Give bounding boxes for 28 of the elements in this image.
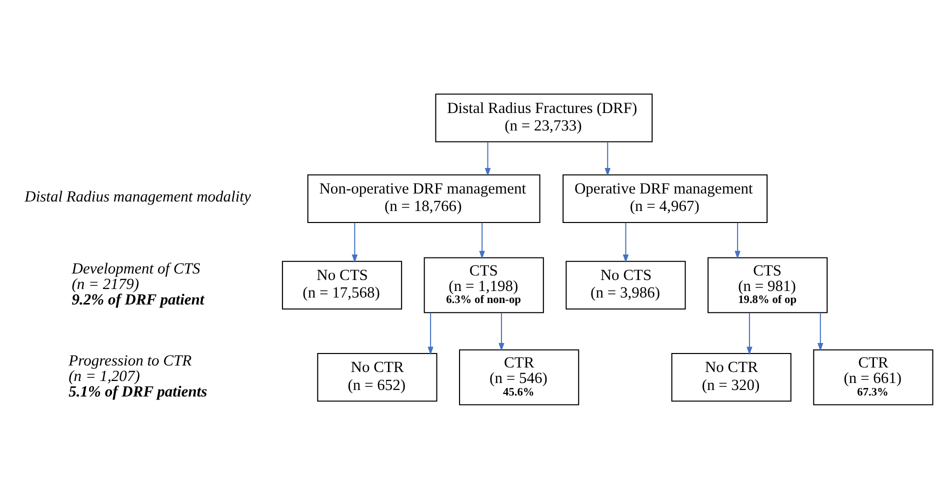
node-box: Distal Radius Fractures (DRF) (n = 23,733) [435,94,653,142]
arrow [484,142,491,176]
arrow [622,222,629,263]
node-box: Non-operative DRF management (n = 18,766) [307,174,540,224]
node-box: CTS (n = 1,198) 6.3% of non-op [424,257,544,314]
node-box: No CTS (n = 17,568) [282,260,402,310]
arrow [604,142,611,176]
label: Development of CTS [72,260,200,278]
label: 5.1% of DRF patients [68,384,208,401]
label: Distal Radius management modality [24,188,251,206]
label: (n = 1,207) [68,368,140,385]
arrow [428,312,434,356]
node-box: Operative DRF management (n = 4,967) [562,174,768,224]
arrow [352,222,358,263]
arrow [818,312,824,352]
label: (n = 2179) [72,276,140,293]
arrow [479,222,485,260]
node-box: No CTS (n = 3,986) [566,260,686,310]
arrow [498,312,504,352]
node-box: CTS (n = 981) 19.8% of op [708,257,828,314]
node-box: No CTR (n = 652) [317,353,438,402]
node-box: CTR (n = 546) 45.6% [459,349,580,406]
arrow [746,312,752,356]
label: Progression to CTR [68,352,192,370]
arrow [734,222,740,260]
label: 9.2% of DRF patient [72,291,204,308]
node-box: CTR (n = 661) 67.3% [813,349,934,406]
node-box: No CTR (n = 320) [671,353,792,402]
